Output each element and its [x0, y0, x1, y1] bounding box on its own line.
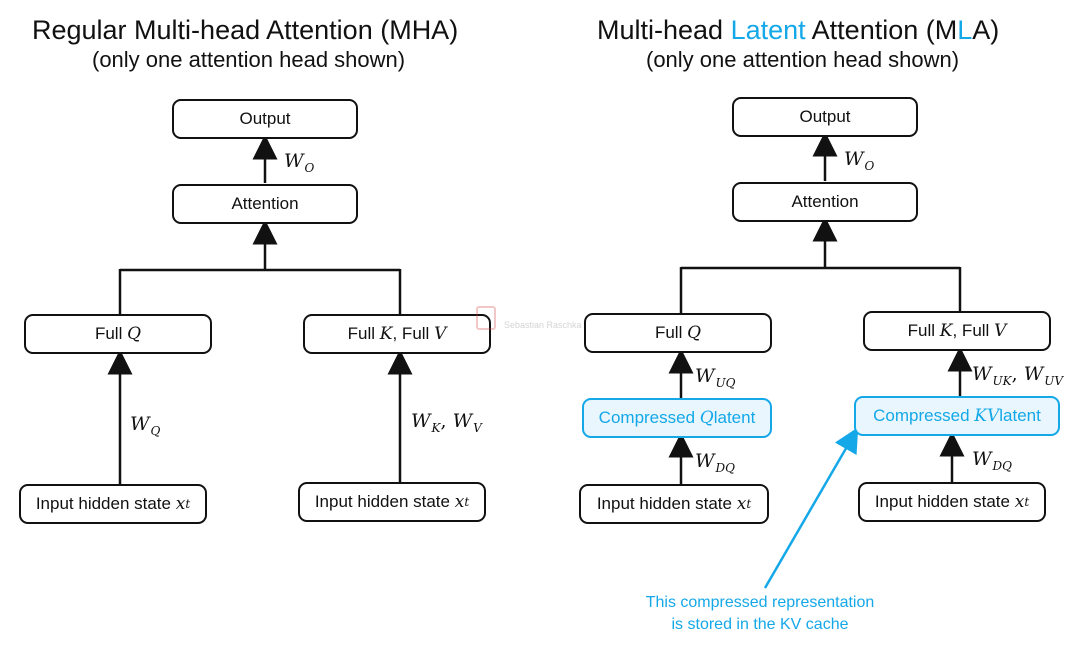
mla-subtitle: (only one attention head shown) [646, 47, 959, 73]
mla-kv-cache-note: This compressed representation is stored… [600, 592, 920, 636]
mla-compressed-q-box: Compressed Q latent [582, 398, 772, 438]
mla-connectors [668, 131, 973, 589]
mla-subtitle-text: (only one attention head shown) [646, 47, 960, 72]
mha-full-q-prefix: Full [94, 324, 123, 343]
mla-note-line1: This compressed representation [645, 594, 875, 611]
watermark: Sebastian Raschka [476, 306, 626, 336]
mha-full-q-var: Q [127, 324, 142, 344]
mla-title: Multi-head Latent Attention (MLA) [597, 15, 1000, 45]
mha-full-kv-box: Full K, Full V [303, 314, 491, 354]
mla-note-line2: is stored in the KV cache [671, 616, 849, 633]
mha-wkv-label: WK, WV [411, 410, 482, 435]
mha-panel: Regular Multi-head Attention (MHA) (only… [19, 14, 491, 524]
watermark-text: Sebastian Raschka [504, 320, 582, 330]
mla-output-box: Output [732, 97, 918, 137]
mla-compressed-kv-box: Compressed KV latent [854, 396, 1060, 436]
mla-full-q-box: Full Q [584, 313, 772, 353]
mha-attention-label: Attention [231, 194, 299, 213]
mla-wdq-left-label: WDQ [695, 450, 735, 475]
mha-title-text: Regular Multi-head Attention (MHA) [32, 15, 459, 45]
mha-attention-box: Attention [172, 184, 358, 224]
mha-wq-label: WQ [130, 413, 161, 438]
mla-attention-box: Attention [732, 182, 918, 222]
mla-panel: Multi-head Latent Attention (MLA) (only … [540, 0, 1080, 649]
mha-title: Regular Multi-head Attention (MHA) [32, 14, 458, 46]
mla-wdq-right-label: WDQ [972, 448, 1012, 473]
watermark-logo-icon [476, 306, 496, 330]
mha-full-q-box: Full Q [24, 314, 212, 354]
mha-subtitle: (only one attention head shown) [92, 47, 405, 73]
mha-output-label: Output [239, 109, 291, 128]
mla-full-kv-box: Full K, Full V [863, 311, 1051, 351]
mla-attention-label: Attention [791, 192, 859, 211]
mha-wo-label: WO [284, 150, 315, 175]
mla-note-arrow [763, 427, 859, 589]
mha-output-box: Output [172, 99, 358, 139]
mla-output-label: Output [799, 107, 851, 126]
mla-wuq-label: WUQ [695, 365, 736, 390]
mha-connectors [107, 134, 413, 484]
mla-wo-label: WO [844, 148, 875, 173]
mla-wukuv-label: WUK, WUV [972, 363, 1064, 388]
mha-subtitle-text: (only one attention head shown) [92, 47, 406, 72]
